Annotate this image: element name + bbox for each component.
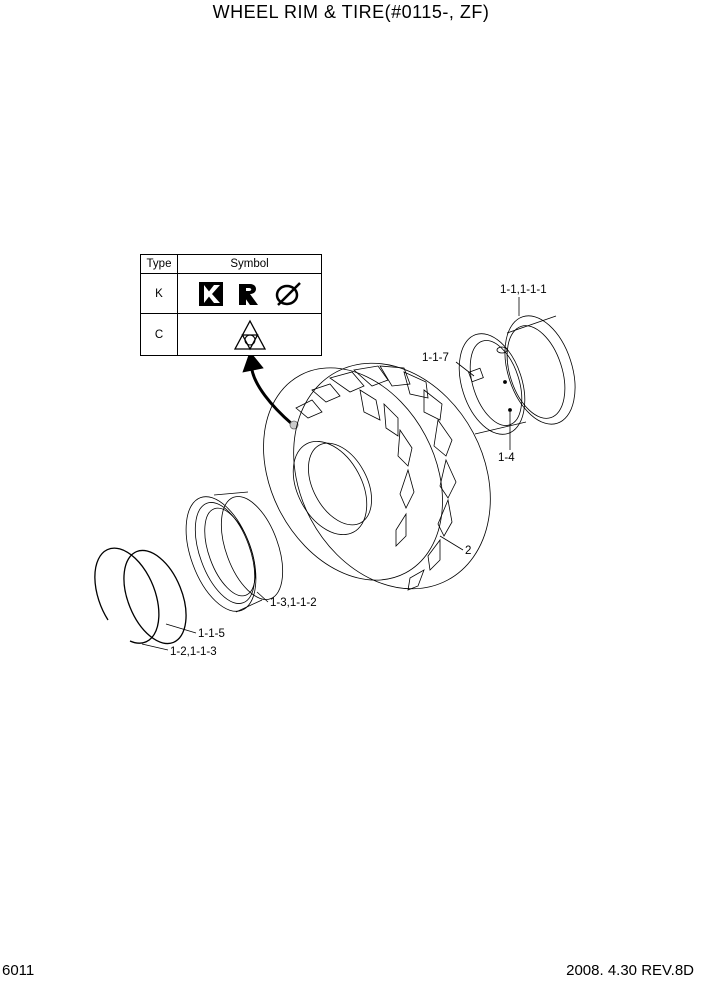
- tire-symbol-marker: [289, 420, 299, 430]
- legend-type-k: K: [140, 273, 178, 314]
- legend-symbols-c: [177, 313, 322, 356]
- r-logo-icon: [238, 283, 258, 305]
- outer-rim: [458, 315, 576, 435]
- revision-date: 2008. 4.30 REV.8D: [566, 962, 694, 979]
- lock-ring: [94, 547, 160, 644]
- callout-o-ring: 1-1-5: [198, 628, 225, 640]
- callout-rim-flange: 1-3,1-1-2: [270, 597, 317, 609]
- tire: [263, 362, 491, 591]
- k-logo-icon: [198, 281, 223, 306]
- legend-symbols-k: [177, 273, 322, 314]
- page-number: 6011: [2, 962, 35, 979]
- page-title: WHEEL RIM & TIRE(#0115-, ZF): [212, 2, 490, 22]
- o-ring: [123, 549, 187, 645]
- pointer-arrow: [250, 369, 293, 426]
- triangle-symbol-icon: [233, 319, 266, 350]
- callout-lock-ring: 1-2,1-1-3: [170, 646, 217, 658]
- legend-header-type: Type: [140, 254, 178, 274]
- slashed-circle-icon: [275, 281, 301, 306]
- rim-flange: [185, 491, 284, 613]
- legend-type-c: C: [140, 313, 178, 356]
- symbol-legend-table: Type Symbol K C: [140, 254, 322, 356]
- callout-valve: 1-1-7: [422, 352, 449, 364]
- callout-outer-rim: 1-1,1-1-1: [500, 284, 547, 296]
- callout-tire: 2: [465, 545, 472, 557]
- legend-header-symbol: Symbol: [177, 254, 322, 274]
- callout-bolt: 1-4: [498, 452, 515, 464]
- pointer-arrowhead: [242, 351, 264, 373]
